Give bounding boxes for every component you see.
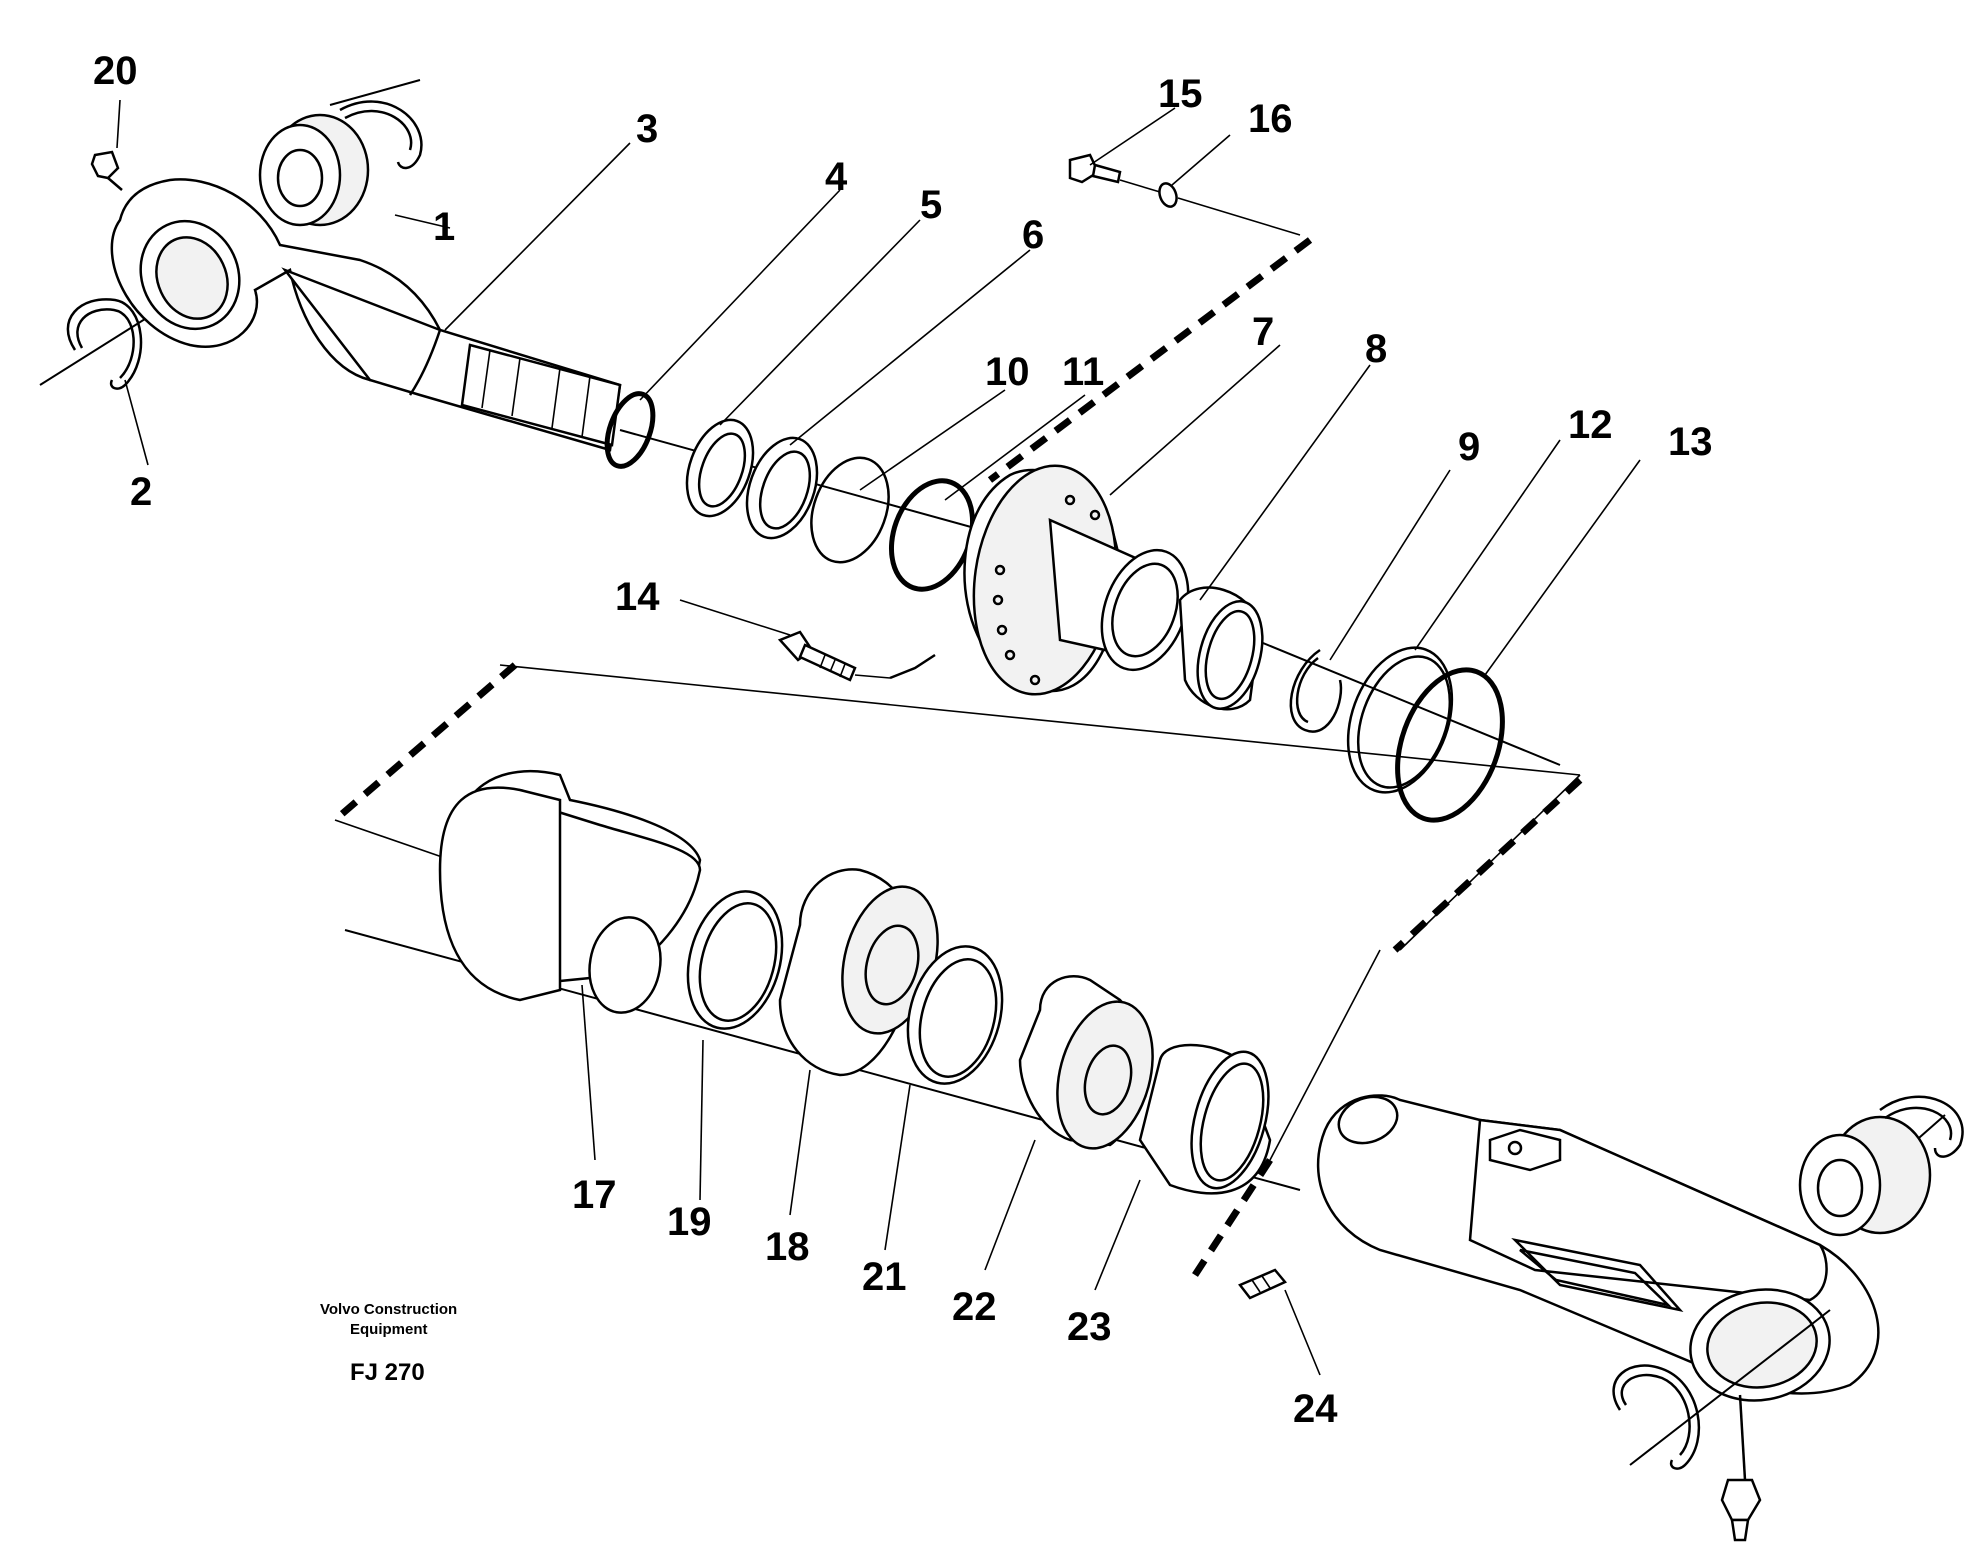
figure-id: FJ 270 [350,1359,425,1386]
part-label-18: 18 [765,1225,810,1269]
part-label-12: 12 [1568,403,1613,447]
brand-line-2: Equipment [350,1321,428,1338]
part-label-11: 11 [1062,350,1104,394]
cylinder-tube-assembly [1238,1094,1964,1542]
part-label-22: 22 [952,1285,997,1329]
part-label-8: 8 [1365,327,1387,371]
part-label-16: 16 [1248,97,1293,141]
part-label-6: 6 [1022,213,1044,257]
piston-assembly [344,770,1301,1195]
part-label-9: 9 [1458,425,1480,469]
figure-caption: Volvo Construction Equipment FJ 270 [320,1301,457,1386]
part-number-labels: 20 1 2 3 4 5 6 10 11 7 8 9 12 13 14 15 1… [93,49,1713,1431]
part-label-19: 19 [667,1200,712,1244]
rod-seal-set [604,391,1001,592]
brand-line-1: Volvo Construction [320,1301,457,1318]
part-label-21: 21 [862,1255,907,1299]
part-label-13: 13 [1668,420,1713,464]
part-label-15: 15 [1158,72,1203,116]
part-label-20: 20 [93,49,138,93]
leader-lines [116,99,1641,1376]
rod-eye-assembly [39,79,622,452]
part-label-1: 1 [433,205,455,249]
part-label-3: 3 [636,107,658,151]
part-label-17: 17 [572,1173,617,1217]
part-label-14: 14 [615,575,660,619]
part-label-23: 23 [1067,1305,1112,1349]
part-label-24: 24 [1293,1387,1338,1431]
part-label-5: 5 [920,183,942,227]
part-label-4: 4 [825,155,848,199]
cylinder-head-assembly [777,153,1561,823]
part-label-7: 7 [1252,310,1274,354]
part-label-2: 2 [130,470,152,514]
part-label-10: 10 [985,350,1030,394]
assembly-dashed-guides [332,237,1583,1277]
